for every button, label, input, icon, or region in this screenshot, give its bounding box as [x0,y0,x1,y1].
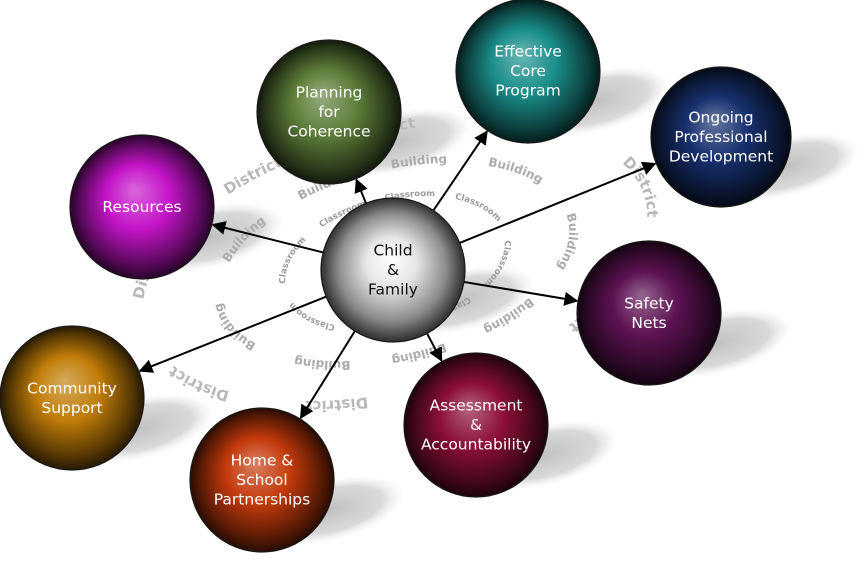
child-family-label: Family [368,281,418,299]
resources-node-sphere [69,134,215,280]
planning-for-coherence-node-label: Planning [296,84,363,102]
safety-nets-node-label: Safety [624,294,674,312]
effective-core-program-node-label: Core [510,62,546,80]
arrow-to-ongoing-professional-development [457,161,657,245]
community-support-node-sphere [0,325,145,471]
classroom-label: Classroom [454,192,503,224]
classroom-label: Classroom [287,300,336,332]
arrow-to-resources [211,221,326,254]
district-label: District [305,393,369,415]
arrow-to-planning-for-coherence [354,178,368,206]
child-family-label: Child [373,242,412,260]
building-label: Building [487,155,545,187]
home-school-partnerships-node-label: Partnerships [214,491,310,509]
community-support-node-label: Support [41,399,102,417]
resources-node-label: Resources [102,198,181,216]
assessment-accountability-node-label: Assessment [430,397,523,415]
arrow-to-home-school-partnerships [299,328,357,420]
ongoing-professional-development-node-label: Development [669,148,773,166]
arrow-to-community-support [138,294,329,373]
district-label: District [619,153,661,218]
assessment-accountability-node-label: Accountability [421,436,531,454]
home-school-partnerships-node-label: School [236,471,287,489]
child-family-label: & [387,261,399,279]
connector-arrows [138,130,657,420]
child-family-sphere [320,197,466,343]
effective-core-program-node-label: Program [495,82,560,100]
assessment-accountability-node-label: & [470,416,482,434]
diagram-nodes: EffectiveCoreProgramPlanningforCoherence… [0,0,792,553]
community-support-node-label: Community [27,379,117,397]
arrow-to-effective-core-program [431,130,488,213]
planning-for-coherence-node-sphere [256,39,402,185]
child-family-node: Child& Family [320,197,466,343]
ongoing-professional-development-node-label: Ongoing [688,109,753,127]
assessment-accountability-node: Assessment& Accountability [403,352,549,498]
arrow-to-assessment-accountability [425,331,443,362]
assessment-accountability-node-sphere [403,352,549,498]
building-label: Building [293,354,351,372]
home-school-partnerships-node-label: Home & [231,452,294,470]
ongoing-professional-development-node-sphere [650,66,792,208]
arrow-to-safety-nets [461,280,579,306]
resources-node: Resources [69,134,215,280]
ongoing-professional-development-node-label: Professional [674,128,767,146]
effective-core-program-node-label: Effective [494,43,562,61]
building-label: Building [555,212,581,273]
safety-nets-node-sphere [576,240,722,386]
effective-core-program-node-sphere [455,0,601,144]
planning-for-coherence-node-label: for [318,103,340,121]
safety-nets-node-label: Nets [631,314,666,332]
planning-for-coherence-node-label: Coherence [287,123,370,141]
home-school-partnerships-node-sphere [189,407,335,553]
